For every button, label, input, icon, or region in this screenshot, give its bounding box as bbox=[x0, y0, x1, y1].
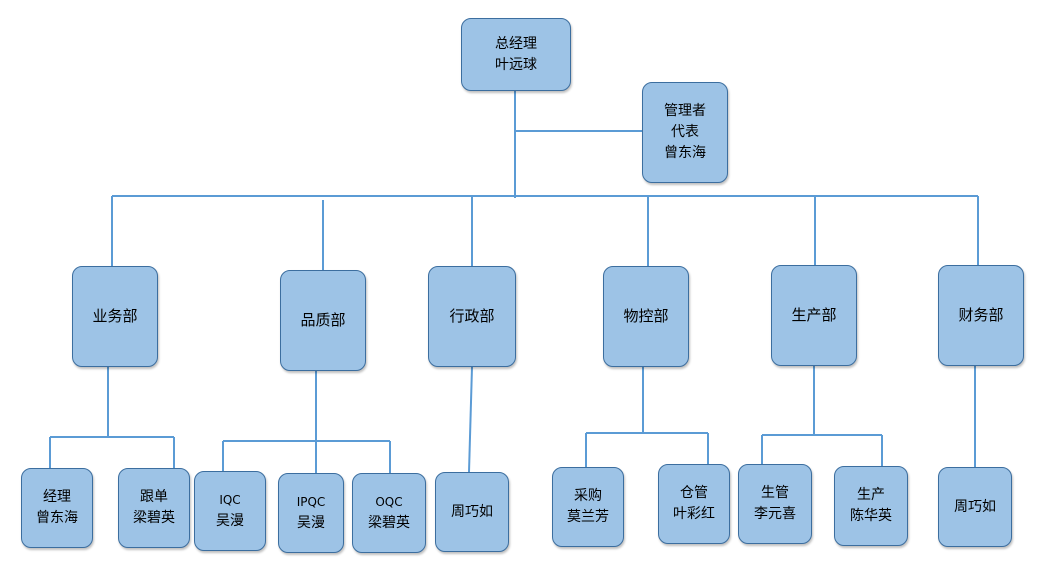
member-role: 生管 bbox=[761, 485, 789, 501]
general-manager-box: 总经理 叶远球 bbox=[461, 18, 571, 91]
member-role: 仓管 bbox=[680, 485, 708, 501]
member-role: 经理 bbox=[43, 489, 71, 505]
department-administration: 行政部 bbox=[428, 266, 516, 367]
department-finance: 财务部 bbox=[938, 265, 1024, 366]
department-material-control: 物控部 bbox=[603, 266, 689, 367]
department-quality: 品质部 bbox=[280, 270, 366, 371]
member-name: 梁碧英 bbox=[133, 510, 175, 526]
member-sales-follow-up: 跟单 梁碧英 bbox=[118, 468, 190, 548]
representative-line-2: 代表 bbox=[671, 124, 699, 140]
member-name: 叶彩红 bbox=[673, 506, 715, 522]
member-warehouse: 仓管 叶彩红 bbox=[658, 464, 730, 544]
member-name: 吴漫 bbox=[297, 515, 325, 531]
general-manager-title: 总经理 bbox=[495, 35, 537, 52]
member-production-control: 生管 李元喜 bbox=[738, 464, 812, 544]
member-name: 陈华英 bbox=[850, 508, 892, 524]
representative-name: 曾东海 bbox=[664, 145, 706, 161]
member-name: 李元喜 bbox=[754, 506, 796, 522]
member-name: 周巧如 bbox=[451, 503, 493, 520]
member-name: 曾东海 bbox=[36, 510, 78, 526]
member-finance: 周巧如 bbox=[938, 467, 1012, 547]
member-sales-manager: 经理 曾东海 bbox=[21, 468, 93, 548]
member-production: 生产 陈华英 bbox=[834, 466, 908, 546]
member-role: IQC bbox=[219, 493, 241, 507]
management-representative-box: 管理者 代表 曾东海 bbox=[642, 82, 728, 183]
general-manager-name: 叶远球 bbox=[495, 56, 537, 73]
department-label: 生产部 bbox=[791, 306, 837, 324]
member-name: 莫兰芳 bbox=[567, 509, 609, 525]
member-administration: 周巧如 bbox=[435, 472, 509, 552]
member-role: OQC bbox=[375, 495, 403, 509]
member-purchasing: 采购 莫兰芳 bbox=[552, 467, 624, 547]
member-role: IPQC bbox=[296, 495, 326, 509]
member-quality-oqc: OQC 梁碧英 bbox=[352, 473, 426, 553]
member-quality-ipqc: IPQC 吴漫 bbox=[278, 473, 344, 553]
member-role: 跟单 bbox=[140, 489, 168, 505]
department-sales: 业务部 bbox=[72, 266, 158, 367]
member-name: 周巧如 bbox=[954, 498, 996, 515]
member-name: 梁碧英 bbox=[368, 515, 410, 531]
member-quality-iqc: IQC 吴漫 bbox=[194, 471, 266, 551]
department-label: 品质部 bbox=[300, 311, 346, 329]
department-label: 行政部 bbox=[449, 307, 495, 325]
member-role: 生产 bbox=[857, 487, 885, 503]
member-role: 采购 bbox=[574, 488, 602, 504]
department-production: 生产部 bbox=[771, 265, 857, 366]
department-label: 财务部 bbox=[958, 306, 1004, 324]
department-label: 物控部 bbox=[623, 307, 669, 325]
representative-line-1: 管理者 bbox=[664, 103, 706, 119]
member-name: 吴漫 bbox=[216, 513, 244, 529]
department-label: 业务部 bbox=[92, 307, 138, 325]
